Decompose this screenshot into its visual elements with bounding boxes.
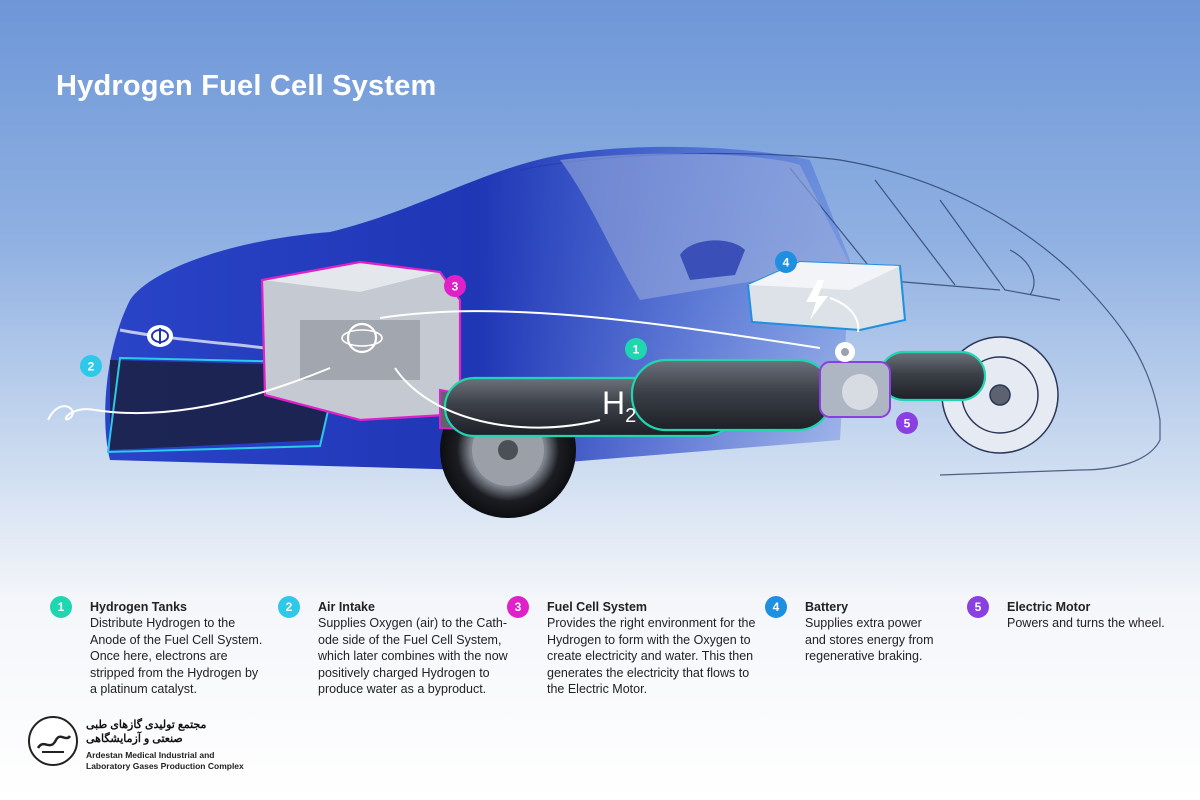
marker-4: 4 — [775, 251, 797, 273]
legend-number-5: 5 — [967, 596, 989, 618]
legend-description: Distribute Hydrogen to the Anode of the … — [90, 616, 263, 696]
logo-english-line-2: Laboratory Gases Production Complex — [86, 761, 244, 771]
hydrogen-flow-arrow — [394, 367, 601, 429]
legend-description: Powers and turns the wheel. — [1007, 616, 1165, 630]
lightning-icon — [806, 280, 828, 320]
legend-number-3: 3 — [507, 596, 529, 618]
legend-heading: Battery — [805, 600, 849, 614]
legend-heading: Air Intake — [318, 600, 375, 614]
company-logo: مجتمع تولیدی گازهای طبی صنعتی و آزمایشگا… — [28, 716, 278, 776]
flow-arrows — [47, 297, 860, 429]
electric-motor — [819, 342, 891, 418]
legend-description: Supplies Oxygen (air) to the Cath- ode s… — [318, 616, 508, 696]
air-flow-arrow — [47, 367, 331, 421]
svg-text:1: 1 — [633, 343, 640, 357]
logo-persian-line-1: مجتمع تولیدی گازهای طبی — [86, 719, 207, 731]
h2-label: H2 — [602, 385, 636, 427]
h2-subscript: 2 — [625, 405, 636, 427]
electricity-flow-arrow — [379, 310, 821, 349]
legend-number-4: 4 — [765, 596, 787, 618]
legend-heading: Fuel Cell System — [547, 600, 648, 614]
gear-icon — [835, 342, 855, 362]
legend-item-electric-motor: 5 Electric Motor Powers and turns the wh… — [967, 596, 1177, 656]
side-mirror — [680, 240, 745, 280]
legend-item-air-intake: 2 Air Intake Supplies Oxygen (air) to th… — [278, 596, 508, 706]
hydrogen-tank-rear — [630, 350, 987, 432]
legend-number-2: 2 — [278, 596, 300, 618]
toyota-emblem-icon — [147, 325, 173, 347]
legend-description: Provides the right environment for the H… — [547, 616, 756, 696]
legend-description: Supplies extra power and stores energy f… — [805, 616, 934, 663]
battery-flow-arrow — [829, 297, 860, 333]
legend-heading: Hydrogen Tanks — [90, 600, 188, 614]
svg-text:5: 5 — [904, 417, 911, 431]
svg-text:2: 2 — [88, 360, 95, 374]
legend-item-hydrogen-tanks: 1 Hydrogen Tanks Distribute Hydrogen to … — [50, 596, 270, 706]
legend-item-battery: 4 Battery Supplies extra power and store… — [765, 596, 955, 686]
page-title: Hydrogen Fuel Cell System — [56, 70, 437, 102]
logo-emblem-icon — [28, 716, 78, 766]
legend-heading: Electric Motor — [1007, 600, 1091, 614]
marker-1: 1 — [625, 338, 647, 360]
marker-2: 2 — [80, 355, 102, 377]
h2-symbol: H — [602, 385, 625, 421]
marker-3: 3 — [444, 275, 466, 297]
marker-5: 5 — [896, 412, 918, 434]
svg-text:3: 3 — [452, 280, 459, 294]
logo-english-line-1: Ardestan Medical Industrial and — [86, 750, 215, 760]
svg-text:4: 4 — [783, 256, 790, 270]
legend-number-1: 1 — [50, 596, 72, 618]
legend-item-fuel-cell-system: 3 Fuel Cell System Provides the right en… — [507, 596, 757, 706]
logo-persian-line-2: صنعتی و آزمایشگاهی — [86, 733, 183, 745]
